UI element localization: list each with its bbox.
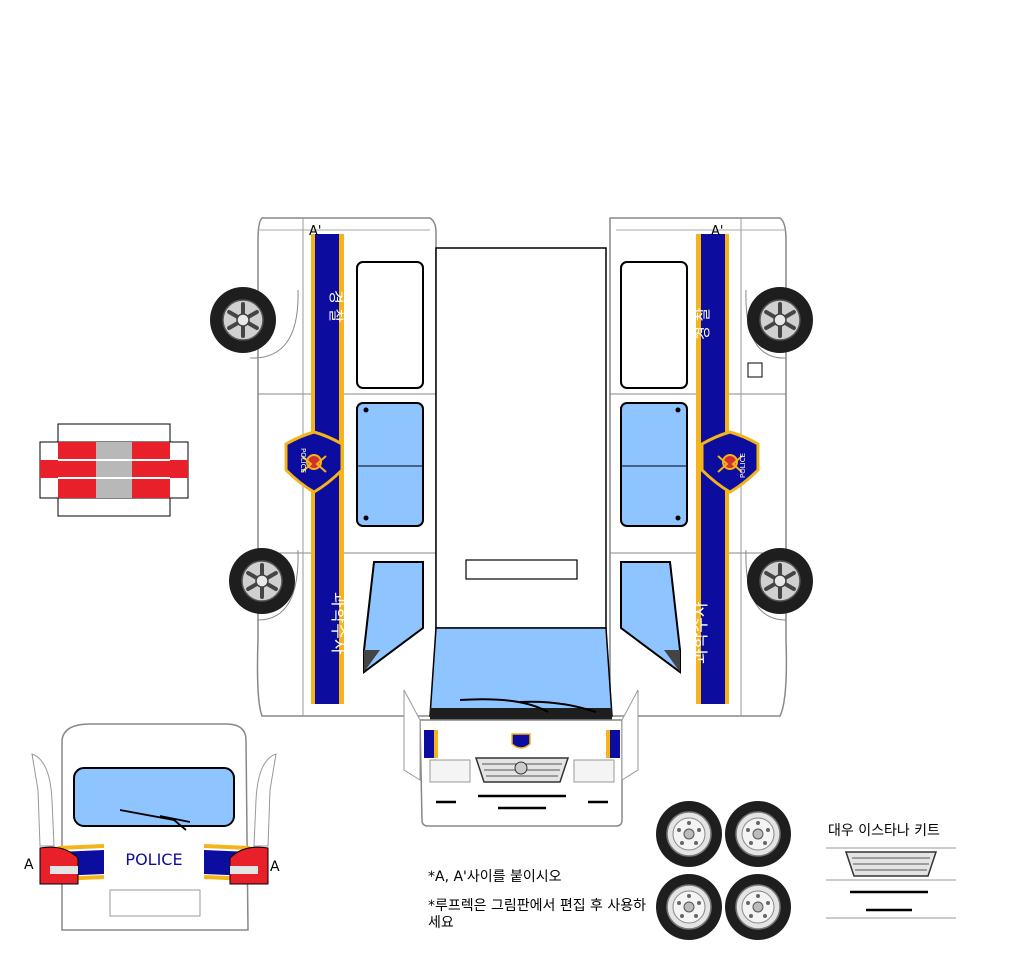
grille-kit-piece [826,847,956,919]
front-panel [403,689,639,827]
a-mark-left: A [24,857,34,873]
kit-title: 대우 이스타나 키트 [828,823,940,839]
left-side-panel [208,217,437,717]
badge-police-left: POLICE [299,448,307,473]
rear-police-label: POLICE [125,850,182,869]
a-mark-right: A [270,859,280,875]
assembly-note-glue: *A, A'사이를 붙이시오 [428,869,562,885]
roof-panel [429,247,613,720]
badge-police-right: POLICE [739,453,747,478]
side-text-right-lower: 과학수사 [691,601,711,664]
a-prime-mark-right: A' [711,224,723,239]
rear-panel [31,723,277,931]
a-prime-mark-left: A' [309,224,321,239]
side-text-left-upper: 경 찰 [327,290,345,323]
side-text-right-upper: 경 찰 [694,307,712,340]
assembly-note-roofrack: *루프렉은 그림판에서 편집 후 사용하세요 [428,898,646,931]
side-text-left-lower: 과학수사 [328,592,348,655]
roof-rack-piece [39,423,189,517]
right-side-panel [609,217,815,717]
spare-wheels [655,800,792,941]
